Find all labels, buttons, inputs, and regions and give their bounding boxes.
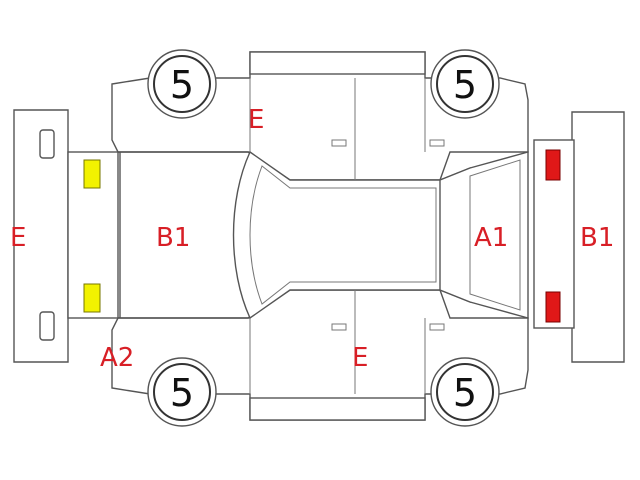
tire-front-right: 5 <box>430 357 500 427</box>
tire-rear-left: 5 <box>147 49 217 119</box>
label-door-lower: E <box>352 343 368 373</box>
red-marker-front-left <box>545 149 561 181</box>
tire-rear-left-value: 5 <box>170 63 194 107</box>
label-pillar-top: E <box>248 105 264 135</box>
label-trunk-lid: B1 <box>156 223 190 253</box>
red-marker-front-right <box>545 291 561 323</box>
yellow-marker-rear-right <box>83 283 101 313</box>
label-rear-bumper: E <box>10 223 26 253</box>
tire-front-right-value: 5 <box>453 371 477 415</box>
label-front-bumper: B1 <box>580 223 614 253</box>
tire-rear-right-value: 5 <box>170 371 194 415</box>
rear-light-area <box>67 151 121 319</box>
rear-bumper-panel <box>13 109 69 363</box>
label-windshield: A1 <box>474 223 508 253</box>
tire-front-left-value: 5 <box>453 63 477 107</box>
tire-front-left: 5 <box>430 49 500 119</box>
yellow-marker-rear-left <box>83 159 101 189</box>
tire-rear-right: 5 <box>147 357 217 427</box>
front-bumper-panel <box>533 111 625 363</box>
label-rear-quarter: A2 <box>100 343 134 373</box>
